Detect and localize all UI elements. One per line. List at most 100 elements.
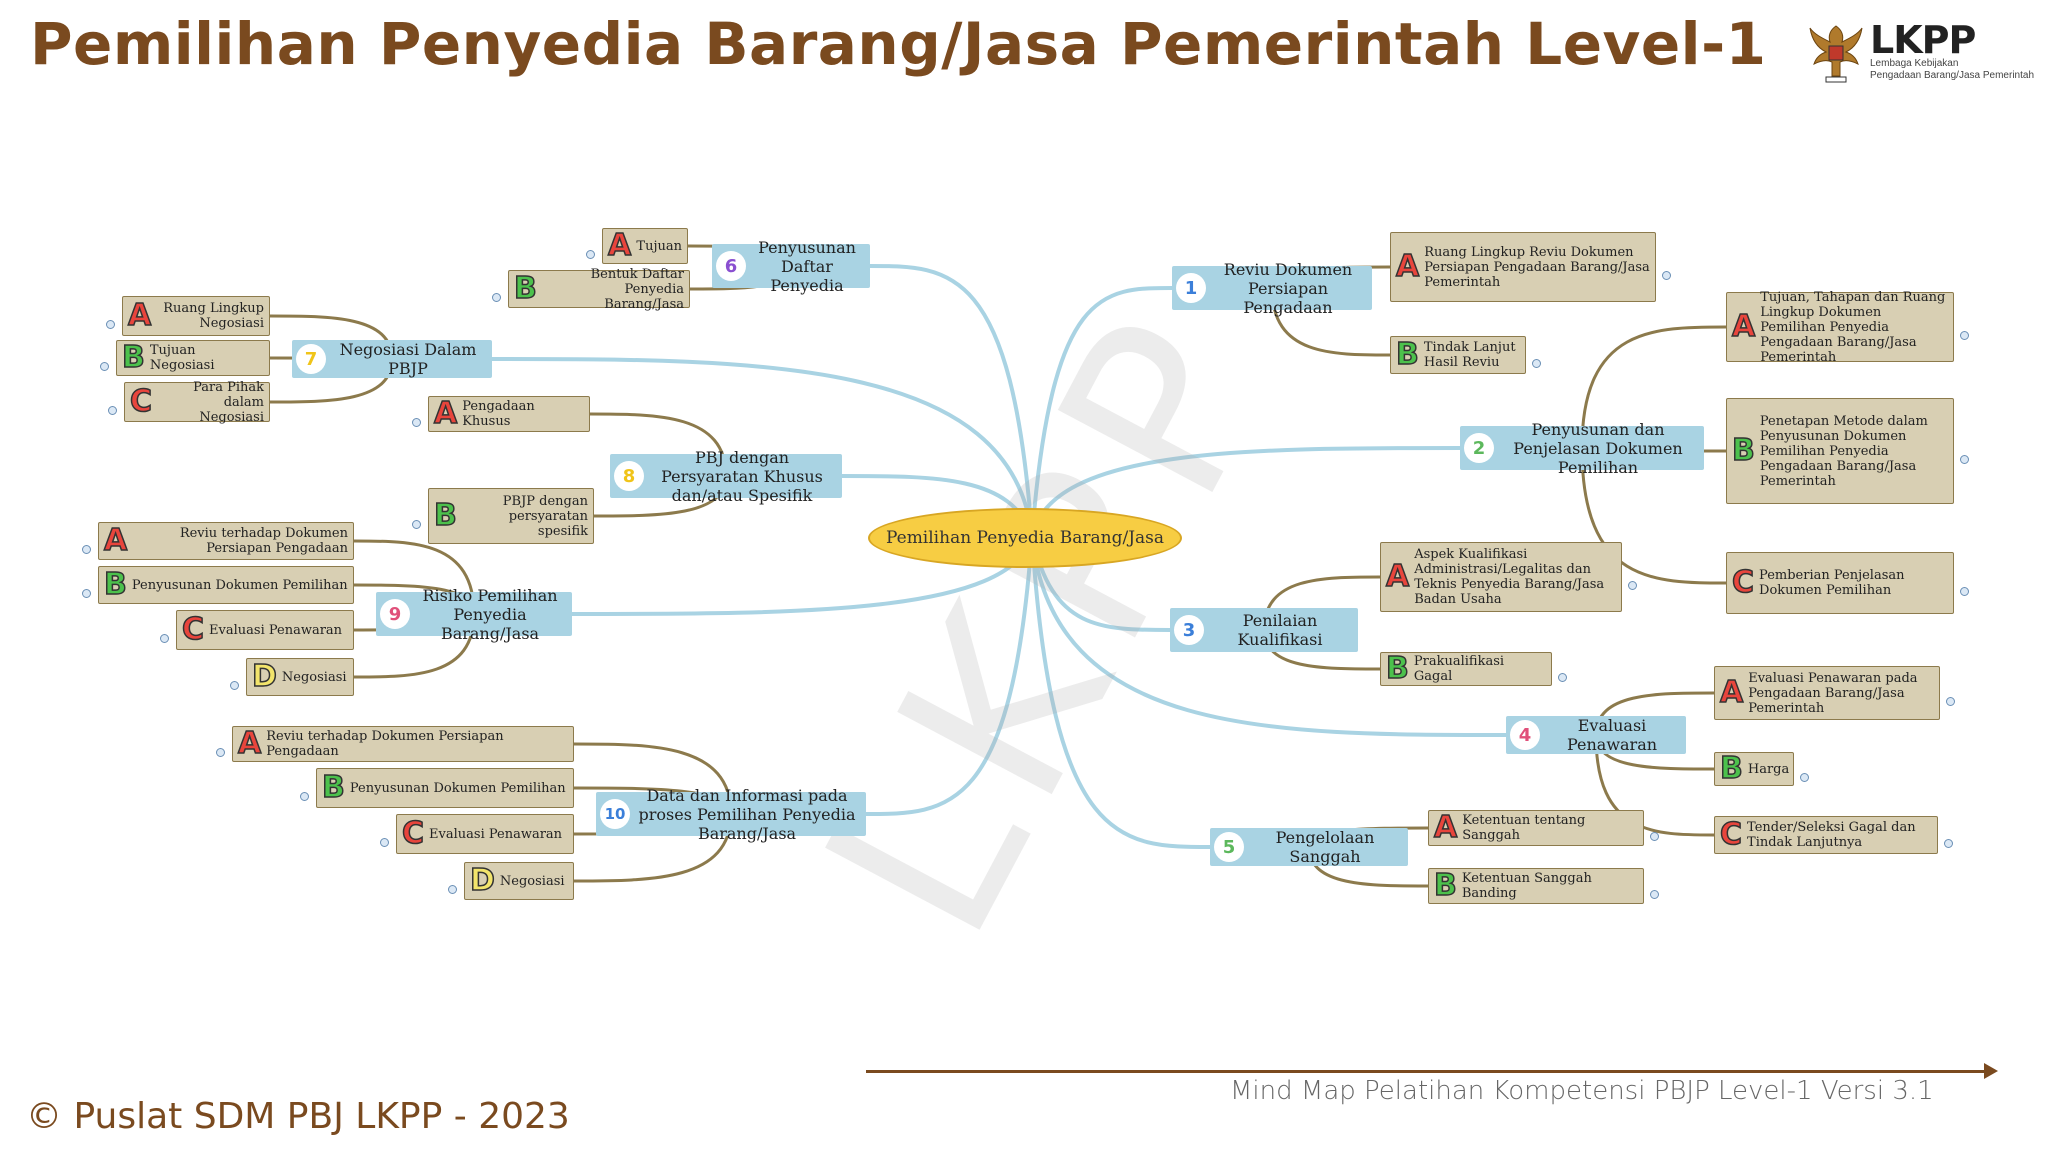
expand-toggle-icon[interactable]	[1960, 587, 1969, 596]
branch-number-icon: 8	[614, 461, 644, 491]
branch-number-icon: 9	[380, 599, 410, 629]
expand-toggle-icon[interactable]	[1532, 359, 1541, 368]
mindmap-caption: Mind Map Pelatihan Kompetensi PBJP Level…	[1230, 1076, 1934, 1106]
topic-label: Negosiasi	[499, 873, 565, 889]
link-center-to-branch-4	[1030, 534, 1508, 737]
topic-label: Bentuk Daftar Penyedia Barang/Jasa	[590, 266, 684, 312]
expand-toggle-icon[interactable]	[1650, 832, 1659, 841]
letter-a-icon: A	[1731, 309, 1756, 344]
topic-label: Evaluasi Penawaran pada Pengadaan Barang…	[1748, 670, 1918, 716]
expand-toggle-icon[interactable]	[108, 406, 117, 415]
letter-c-icon: C	[1719, 817, 1743, 852]
link-branch-10-to-a	[572, 742, 733, 816]
expand-toggle-icon[interactable]	[82, 589, 91, 598]
expand-toggle-icon[interactable]	[300, 792, 309, 801]
expand-toggle-icon[interactable]	[492, 293, 501, 302]
branch-6-topic-b[interactable]: B Bentuk Daftar Penyedia Barang/Jasa	[508, 267, 690, 312]
topic-label: Ketentuan Sanggah Banding	[1461, 871, 1592, 901]
branch-label: Pengelolaan Sanggah	[1275, 828, 1375, 866]
letter-b-icon: B	[1385, 651, 1409, 686]
letter-b-icon: B	[1719, 751, 1743, 786]
expand-toggle-icon[interactable]	[216, 748, 225, 757]
expand-toggle-icon[interactable]	[380, 838, 389, 847]
expand-toggle-icon[interactable]	[230, 681, 239, 690]
link-branch-2-to-a	[1580, 325, 1728, 450]
expand-toggle-icon[interactable]	[586, 250, 595, 259]
topic-label: PBJP dengan persyaratan spesifik	[502, 493, 588, 539]
letter-a-icon: A	[1395, 249, 1420, 284]
letter-c-icon: C	[181, 612, 205, 647]
expand-toggle-icon[interactable]	[448, 885, 457, 894]
expand-toggle-icon[interactable]	[1800, 773, 1809, 782]
topic-label: Tindak Lanjut Hasil Reviu	[1423, 340, 1516, 370]
expand-toggle-icon[interactable]	[1628, 581, 1637, 590]
link-center-to-branch-10	[864, 534, 1034, 816]
expand-toggle-icon[interactable]	[100, 362, 109, 371]
link-center-to-branch-6	[868, 264, 1034, 538]
letter-b-icon: B	[321, 770, 345, 805]
expand-toggle-icon[interactable]	[1558, 673, 1567, 682]
topic-label: Harga	[1747, 761, 1790, 777]
branch-number-icon: 10	[600, 799, 630, 829]
topic-label: Para Pihak dalam Negosiasi	[193, 379, 264, 425]
branch-number-icon: 2	[1464, 433, 1494, 463]
central-topic[interactable]: Pemilihan Penyedia Barang/Jasa	[868, 508, 1182, 568]
topic-label: Ruang Lingkup Negosiasi	[163, 301, 264, 331]
expand-toggle-icon[interactable]	[1662, 271, 1671, 280]
branch-number-icon: 1	[1176, 273, 1206, 303]
letter-a-icon: A	[1385, 559, 1410, 594]
letter-b-icon: B	[513, 271, 537, 306]
expand-toggle-icon[interactable]	[82, 545, 91, 554]
expand-toggle-icon[interactable]	[160, 634, 169, 643]
expand-toggle-icon[interactable]	[1960, 455, 1969, 464]
branch-number-icon: 6	[716, 251, 746, 281]
expand-toggle-icon[interactable]	[106, 320, 115, 329]
expand-toggle-icon[interactable]	[1946, 697, 1955, 706]
page-title: Pemilihan Penyedia Barang/Jasa Pemerinta…	[30, 10, 1767, 78]
expand-toggle-icon[interactable]	[1944, 839, 1953, 848]
expand-toggle-icon[interactable]	[412, 418, 421, 427]
expand-toggle-icon[interactable]	[1960, 331, 1969, 340]
topic-label: Evaluasi Penawaran	[429, 826, 563, 842]
expand-toggle-icon[interactable]	[412, 520, 421, 529]
expand-toggle-icon[interactable]	[1650, 890, 1659, 899]
topic-label: Tujuan Negosiasi	[149, 343, 215, 373]
